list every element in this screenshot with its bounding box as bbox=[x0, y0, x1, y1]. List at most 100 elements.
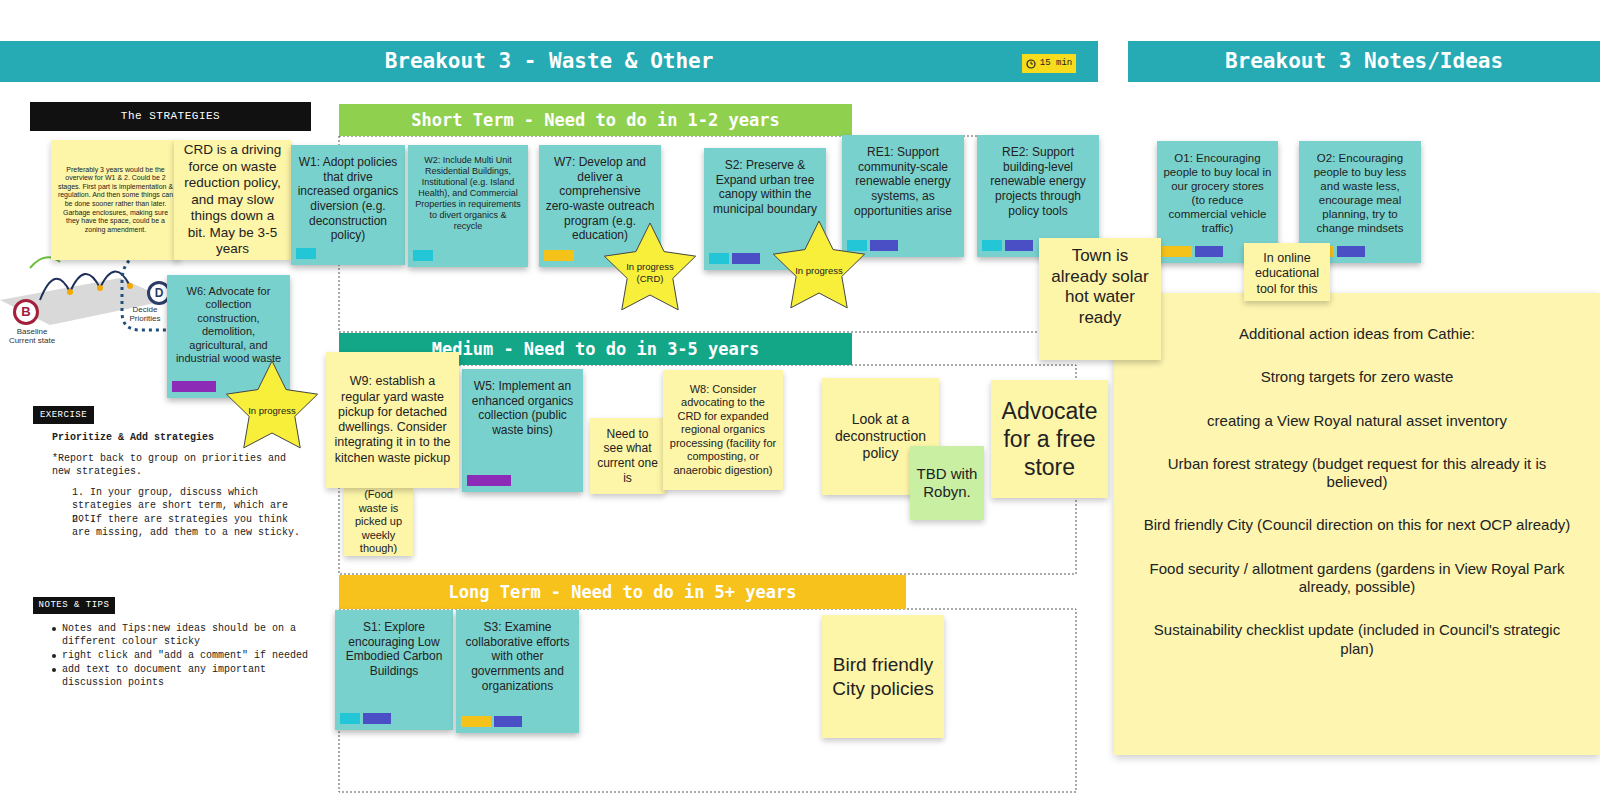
timer-tag: 15 min bbox=[1022, 54, 1076, 73]
label-text: Decide Priorities bbox=[124, 306, 166, 324]
sticky-note: Preferably 3 years would be the overview… bbox=[51, 140, 180, 260]
board-header: Breakout 3 - Waste & Other bbox=[0, 41, 1098, 82]
tip-item: right click and "add a comment" if neede… bbox=[62, 649, 312, 662]
node-text: In progress (CRD) bbox=[621, 261, 679, 284]
term-band: Long Term - Need to do in 5+ years bbox=[339, 575, 906, 609]
node-text: Food security / allotment gardens (garde… bbox=[1136, 560, 1578, 597]
sticky-note: In online educational tool for this bbox=[1244, 243, 1330, 301]
node-text: Sustainability checklist update (include… bbox=[1136, 621, 1578, 658]
tag-chip bbox=[1162, 246, 1192, 257]
node-text: W7: Develop and deliver a comprehensive … bbox=[545, 155, 655, 243]
node-text: In progress bbox=[795, 265, 843, 277]
node-text: The STRATEGIES bbox=[121, 110, 220, 123]
label-text: add text to document any important discu… bbox=[62, 663, 312, 689]
tag-chip bbox=[1005, 240, 1033, 251]
tag-chips bbox=[340, 713, 391, 724]
tag-chips bbox=[847, 240, 898, 251]
node-text: B bbox=[21, 304, 30, 320]
node-text: 15 min bbox=[1040, 58, 1072, 69]
node-text: Strong targets for zero waste bbox=[1261, 368, 1454, 386]
node-text: creating a View Royal natural asset inve… bbox=[1207, 412, 1507, 430]
strategy-sticky: W2: Include Multi Unit Residential Build… bbox=[408, 145, 528, 267]
label-text: Notes and Tips:new ideas should be on a … bbox=[62, 622, 312, 648]
node-text: Town is already solar hot water ready bbox=[1045, 246, 1155, 329]
node-text: (Food waste is picked up weekly though) bbox=[350, 488, 407, 555]
clock-face bbox=[1027, 60, 1035, 68]
node-text: W8: Consider advocating to the CRD for e… bbox=[669, 383, 777, 477]
short-term-region bbox=[339, 136, 1076, 332]
clock-icon bbox=[1026, 59, 1036, 69]
node-text: W6: Advocate for collection construction… bbox=[173, 285, 284, 365]
tag-chip bbox=[544, 250, 574, 261]
strategy-sticky: S3: Examine collaborative efforts with o… bbox=[456, 610, 579, 733]
sticky-note: TBD with Robyn. bbox=[910, 446, 984, 520]
tip-item: add text to document any important discu… bbox=[62, 663, 312, 689]
tag-chip bbox=[732, 253, 760, 264]
tag-chip bbox=[870, 240, 898, 251]
node-text: S1: Explore encouraging Low Embodied Car… bbox=[341, 620, 447, 679]
tag-chips bbox=[413, 250, 433, 261]
illustration-arcs bbox=[40, 271, 130, 300]
node-text: Breakout 3 Notes/Ideas bbox=[1225, 49, 1503, 75]
illustration-label: Decide Priorities bbox=[124, 306, 166, 324]
node-text: Breakout 3 - Waste & Other bbox=[385, 49, 714, 75]
section-label: The STRATEGIES bbox=[30, 102, 311, 131]
label-text: right click and "add a comment" if neede… bbox=[62, 649, 312, 662]
illustration-platform bbox=[0, 278, 170, 325]
notes-sticky: Additional action ideas from Cathie:Stro… bbox=[1114, 293, 1600, 755]
tag-chips bbox=[296, 248, 316, 259]
sticky-note: (Food waste is picked up weekly though) bbox=[344, 488, 413, 556]
status-star: In progress (CRD) bbox=[600, 218, 700, 316]
exercise-step: 2. If there are strategies you think are… bbox=[72, 513, 302, 539]
node-text: Short Term - Need to do in 1-2 years bbox=[411, 110, 779, 131]
strategy-illustration bbox=[0, 252, 170, 330]
node-text: Advocate for a free store bbox=[997, 397, 1102, 481]
strategy-sticky: W5: Implement an enhanced organics colle… bbox=[462, 369, 583, 492]
node-text: In online educational tool for this bbox=[1250, 251, 1324, 297]
node-text: Bird friendly City (Council direction on… bbox=[1144, 516, 1571, 534]
tag-chips bbox=[467, 475, 511, 486]
tag-chip bbox=[340, 713, 360, 724]
tag-chip bbox=[1195, 246, 1223, 257]
illustration-dotted-path bbox=[122, 252, 168, 330]
node-text: RE1: Support community-scale renewable e… bbox=[848, 145, 958, 218]
illustration-dot bbox=[97, 285, 103, 291]
star-outline bbox=[604, 223, 695, 310]
tag-chip bbox=[982, 240, 1002, 251]
strategy-sticky: W1: Adopt policies that drive increased … bbox=[291, 145, 405, 265]
node-text: W1: Adopt policies that drive increased … bbox=[297, 155, 399, 243]
node-text: D bbox=[155, 286, 164, 301]
node-text: O1: Encouraging people to buy local in o… bbox=[1163, 151, 1272, 235]
section-label: NOTES & TIPS bbox=[33, 597, 115, 614]
status-star: In progress bbox=[222, 356, 322, 454]
milestone-circle: B bbox=[13, 299, 39, 325]
node-text: W9: establish a regular yard waste picku… bbox=[332, 374, 453, 466]
sticky-note: Need to see what current one is bbox=[590, 418, 665, 494]
node-text: W2: Include Multi Unit Residential Build… bbox=[414, 155, 522, 232]
node-text: RE2: Support building-level renewable en… bbox=[983, 145, 1093, 218]
sticky-note: CRD is a driving force on waste reductio… bbox=[174, 140, 291, 260]
section-label: EXERCISE bbox=[33, 406, 94, 424]
node-text: S2: Preserve & Expand urban tree canopy … bbox=[710, 158, 820, 217]
label-text: Baseline Current state bbox=[4, 328, 60, 346]
tag-chips bbox=[461, 716, 522, 727]
tag-chips bbox=[172, 381, 216, 392]
exercise-text: *Report back to group on priorities and … bbox=[52, 452, 302, 478]
node-text: Long Term - Need to do in 5+ years bbox=[449, 582, 797, 603]
node-text: TBD with Robyn. bbox=[915, 465, 979, 502]
node-text: W5: Implement an enhanced organics colle… bbox=[468, 379, 577, 438]
node-text: Preferably 3 years would be the overview… bbox=[57, 166, 174, 234]
tag-chip bbox=[363, 713, 391, 724]
tag-chip bbox=[709, 253, 729, 264]
notes-header: Breakout 3 Notes/Ideas bbox=[1128, 41, 1600, 82]
tag-chip bbox=[172, 381, 216, 392]
tag-chip bbox=[847, 240, 867, 251]
node-text: S3: Examine collaborative efforts with o… bbox=[462, 620, 573, 693]
label-text: *Report back to group on priorities and … bbox=[52, 452, 302, 478]
illustration-label: Baseline Current state bbox=[4, 328, 60, 346]
sticky-note: Bird friendly City policies bbox=[822, 615, 944, 738]
node-text: O2: Encouraging people to buy less and w… bbox=[1305, 151, 1415, 235]
term-band: Short Term - Need to do in 1-2 years bbox=[339, 104, 852, 136]
sticky-note: W8: Consider advocating to the CRD for e… bbox=[663, 370, 783, 490]
tag-chips bbox=[709, 253, 760, 264]
